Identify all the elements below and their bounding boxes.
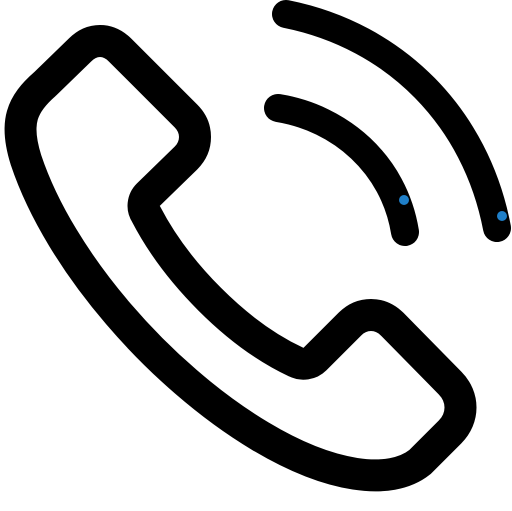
accent-dot-outer xyxy=(497,211,507,221)
accent-dot-inner xyxy=(399,195,409,205)
handset-outline xyxy=(4,25,477,492)
signal-arc-inner xyxy=(264,94,419,246)
signal-arc-outer xyxy=(272,0,511,242)
